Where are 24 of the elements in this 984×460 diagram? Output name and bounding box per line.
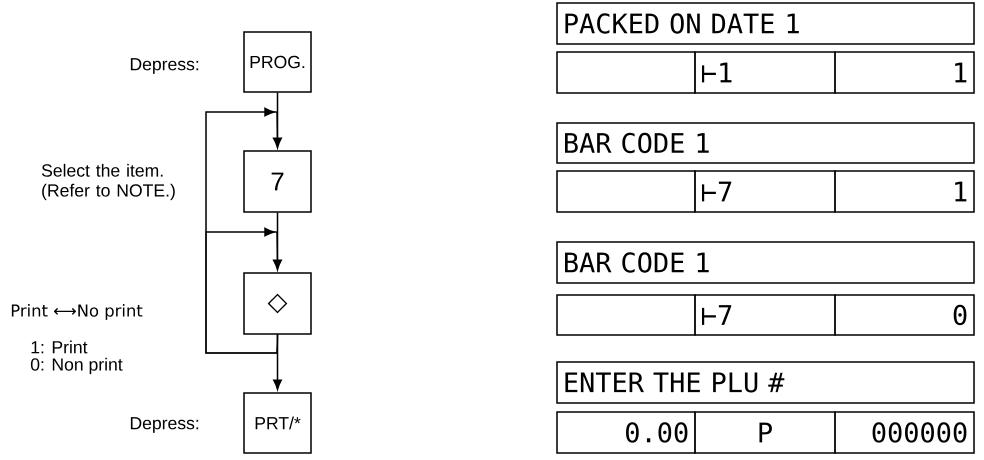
display-cell: ⊢7 xyxy=(694,170,836,213)
arrow xyxy=(273,334,282,390)
loop-arrow xyxy=(205,228,282,354)
display-cell: 1 xyxy=(834,170,975,213)
display-cell: 000000 xyxy=(834,411,975,454)
step-note: Depress: xyxy=(130,417,198,433)
step-note: Print ⟷No print xyxy=(12,304,142,320)
step-note: Depress: xyxy=(130,58,198,74)
display-cell: 1 xyxy=(834,51,975,94)
key-box: PRT/* xyxy=(243,392,312,454)
display-cell xyxy=(556,170,696,213)
display-cell xyxy=(556,294,696,336)
key-box: PROG. xyxy=(243,31,312,93)
display-cell: P xyxy=(694,411,836,454)
display-cell: ⊢1 xyxy=(694,51,836,94)
step-note: 0: Non print xyxy=(30,358,123,374)
display-cell: ⊢7 xyxy=(694,294,836,336)
key-box: 7 xyxy=(243,150,312,213)
step-note: 1: Print xyxy=(32,340,88,354)
step-note: Select the item. (Refer to NOTE.) xyxy=(42,164,175,200)
display-cell: 0.00 xyxy=(556,411,696,454)
key-box: ◇ xyxy=(243,272,312,335)
display-cell: 0 xyxy=(834,294,975,336)
display-cell xyxy=(556,51,696,94)
